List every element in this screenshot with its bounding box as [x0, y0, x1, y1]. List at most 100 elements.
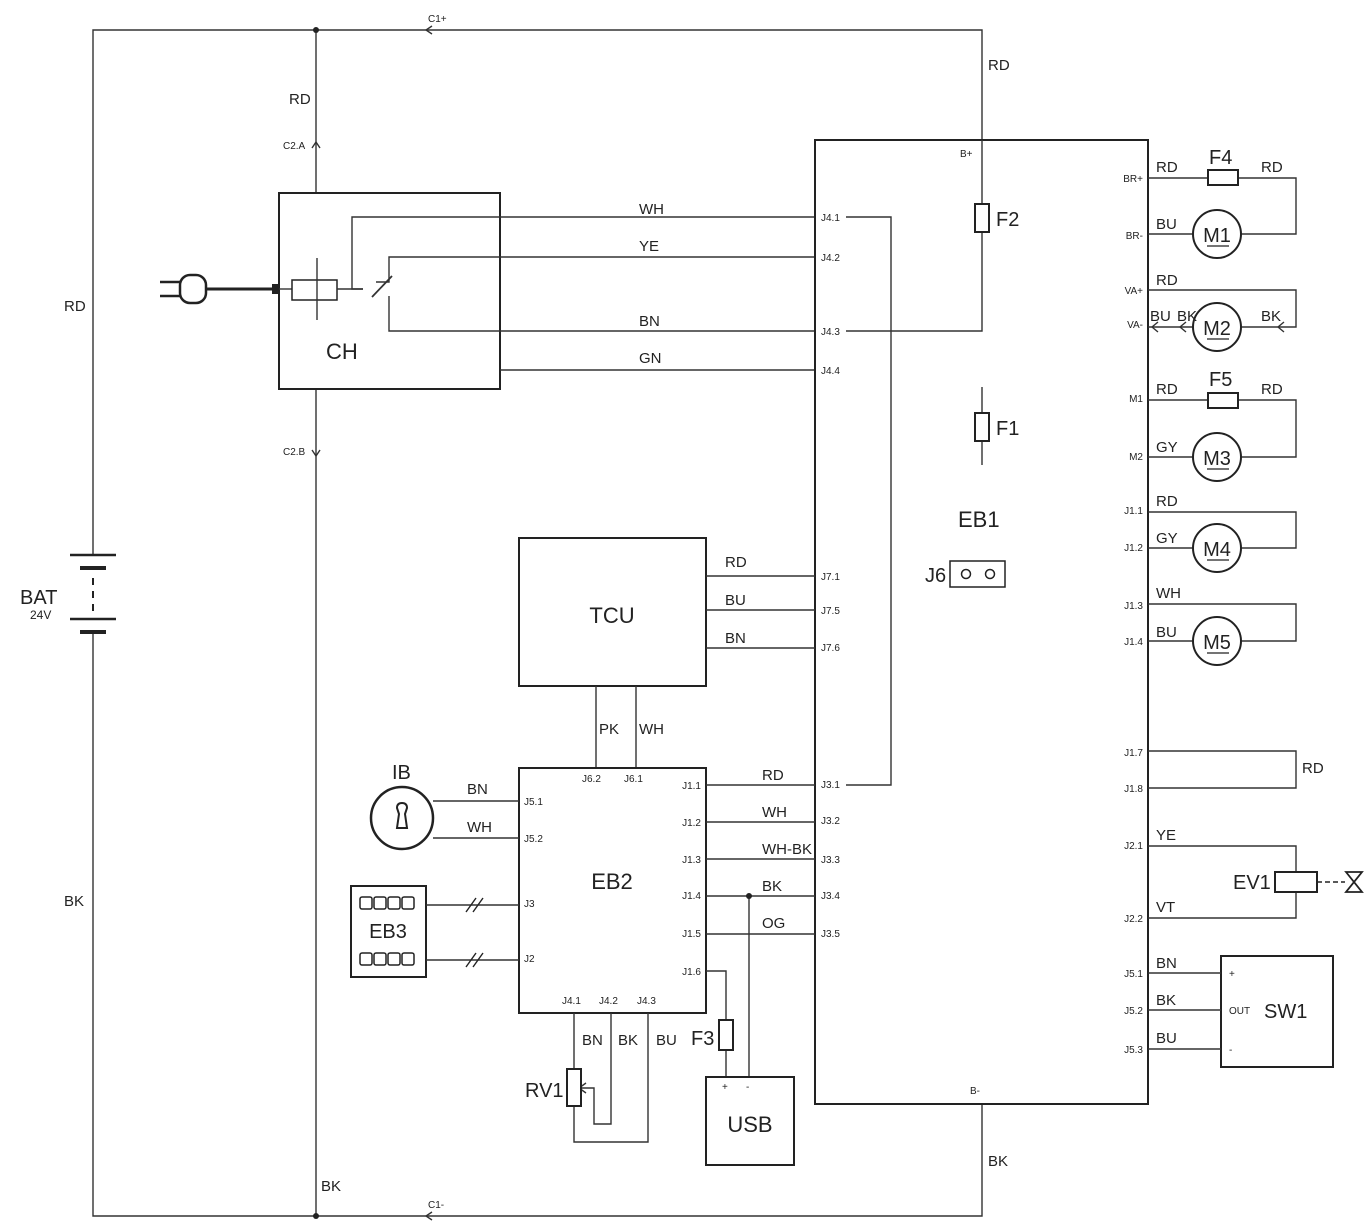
wire-sw-c: BU	[1156, 1030, 1177, 1047]
wire-ch-j43: BN	[639, 313, 660, 330]
eb1-pin: M2	[1129, 452, 1143, 463]
sw1-box	[1220, 955, 1334, 1068]
fuse-f4	[1207, 169, 1239, 186]
tcu-wires	[595, 575, 815, 768]
wire-j17: RD	[1302, 760, 1324, 777]
eb1-pin: J1.4	[1124, 637, 1143, 648]
c1-plus-label: C1+	[428, 14, 447, 25]
ch-box	[278, 192, 501, 390]
eb2-pin: J5.1	[524, 797, 543, 808]
wire-c2-bot: BK	[321, 1178, 341, 1195]
motor-wiring	[1148, 177, 1297, 919]
fuse-f3-label: F3	[691, 1028, 714, 1050]
eb1-pin: J1.7	[1124, 748, 1143, 759]
wire-m4-b: GY	[1156, 530, 1178, 547]
motor-m4	[1192, 523, 1242, 573]
eb1-pin: J4.2	[821, 253, 840, 264]
eb1-pin: J5.1	[1124, 969, 1143, 980]
wire-bplus: RD	[988, 57, 1010, 74]
eb1-pin: VA-	[1127, 320, 1143, 331]
tcu-label: TCU	[589, 603, 634, 628]
wire-sw-b: BK	[1156, 992, 1176, 1009]
wire-eb2-j32: WH	[762, 804, 787, 821]
bplus-label: B+	[960, 149, 973, 160]
wire-m3-b: RD	[1261, 381, 1283, 398]
eb1-pin: J5.2	[1124, 1006, 1143, 1017]
wire-eb2-j33: WH-BK	[762, 841, 812, 858]
eb1-pin: J5.3	[1124, 1045, 1143, 1056]
eb3-label: EB3	[369, 921, 407, 943]
wire-m1-c: BU	[1156, 216, 1177, 233]
wire-m3-c: GY	[1156, 439, 1178, 456]
eb1-pin: BR-	[1126, 231, 1143, 242]
wire-sw-a: BN	[1156, 955, 1177, 972]
sw1-label: SW1	[1264, 1001, 1307, 1023]
eb1-pin: J3.2	[821, 816, 840, 827]
c2b-label: C2.B	[283, 447, 306, 458]
eb1-pin: J1.3	[1124, 601, 1143, 612]
usb-label: USB	[727, 1112, 772, 1137]
motor-m1-label: M1	[1203, 225, 1231, 247]
sw1-pin: OUT	[1229, 1006, 1250, 1017]
ib-key-switch	[369, 785, 435, 851]
eb2-pin: J1.3	[682, 855, 701, 866]
eb2-pin: J1.1	[682, 781, 701, 792]
c1-minus-label: C1-	[428, 1200, 444, 1211]
eb2-pin: J3	[524, 899, 535, 910]
wire-m5-a: WH	[1156, 585, 1181, 602]
sw1-pin: +	[1229, 969, 1235, 980]
fuse-f4-label: F4	[1209, 147, 1232, 169]
wire-m3-a: RD	[1156, 381, 1178, 398]
wire-ch-j42: YE	[639, 238, 659, 255]
eb1-pin-labels-right: BR+ BR- VA+ VA- M1 M2 J1.1 J1.2 J1.3 J1.…	[1123, 174, 1143, 1056]
eb2-pin: J6.1	[624, 774, 643, 785]
wire-rv-bu: BU	[656, 1032, 677, 1049]
usb-box	[705, 1076, 795, 1166]
fuse-f1-label: F1	[996, 418, 1019, 440]
eb1-pin: J3.3	[821, 855, 840, 866]
battery-symbol	[70, 553, 116, 634]
wire-ev-b: VT	[1156, 899, 1175, 916]
wire-ch-j41: WH	[639, 201, 664, 218]
wire-eb2-j34: BK	[762, 878, 782, 895]
eb1-pin: J3.5	[821, 929, 840, 940]
wire-tcu-j71: RD	[725, 554, 747, 571]
eb2-pin: J2	[524, 954, 535, 965]
eb2-pin: J6.2	[582, 774, 601, 785]
sw1-wires	[1148, 972, 1221, 1050]
wire-ib-2: WH	[467, 819, 492, 836]
eb1-pin: VA+	[1125, 286, 1144, 297]
eb2-label: EB2	[591, 869, 633, 894]
eb2-pin: J4.3	[637, 996, 656, 1007]
motor-m1	[1192, 209, 1242, 259]
valve-ev1-label: EV1	[1233, 872, 1271, 894]
wire-bminus: BK	[988, 1153, 1008, 1170]
fuse-f5-label: F5	[1209, 369, 1232, 391]
eb1-pin: J2.2	[1124, 914, 1143, 925]
wire-m1-a: RD	[1156, 159, 1178, 176]
wire-ch-j44: GN	[639, 350, 662, 367]
motor-m3	[1192, 432, 1242, 482]
eb2-pin: J5.2	[524, 834, 543, 845]
rv1-label: RV1	[525, 1080, 564, 1102]
sw1-pin: -	[1229, 1045, 1232, 1056]
eb1-pin: J7.6	[821, 643, 840, 654]
ch-label: CH	[326, 339, 358, 364]
fuse-f2-label: F2	[996, 209, 1019, 231]
motor-m4-label: M4	[1203, 539, 1231, 561]
fuse-f1	[974, 412, 990, 442]
eb1-pin: J4.3	[821, 327, 840, 338]
wire-tcu-wh: WH	[639, 721, 664, 738]
eb2-pin: J1.6	[682, 967, 701, 978]
bminus-label: B-	[970, 1086, 980, 1097]
jumper-j6	[949, 560, 1006, 588]
wire-m2-a: RD	[1156, 272, 1178, 289]
c2a-label: C2.A	[283, 141, 306, 152]
eb1-pin: J1.1	[1124, 506, 1143, 517]
motor-m2	[1192, 302, 1242, 352]
eb2-pin: J4.1	[562, 996, 581, 1007]
wire-m1-b: RD	[1261, 159, 1283, 176]
eb1-pin: J1.2	[1124, 543, 1143, 554]
valve-ev1	[1274, 871, 1364, 893]
